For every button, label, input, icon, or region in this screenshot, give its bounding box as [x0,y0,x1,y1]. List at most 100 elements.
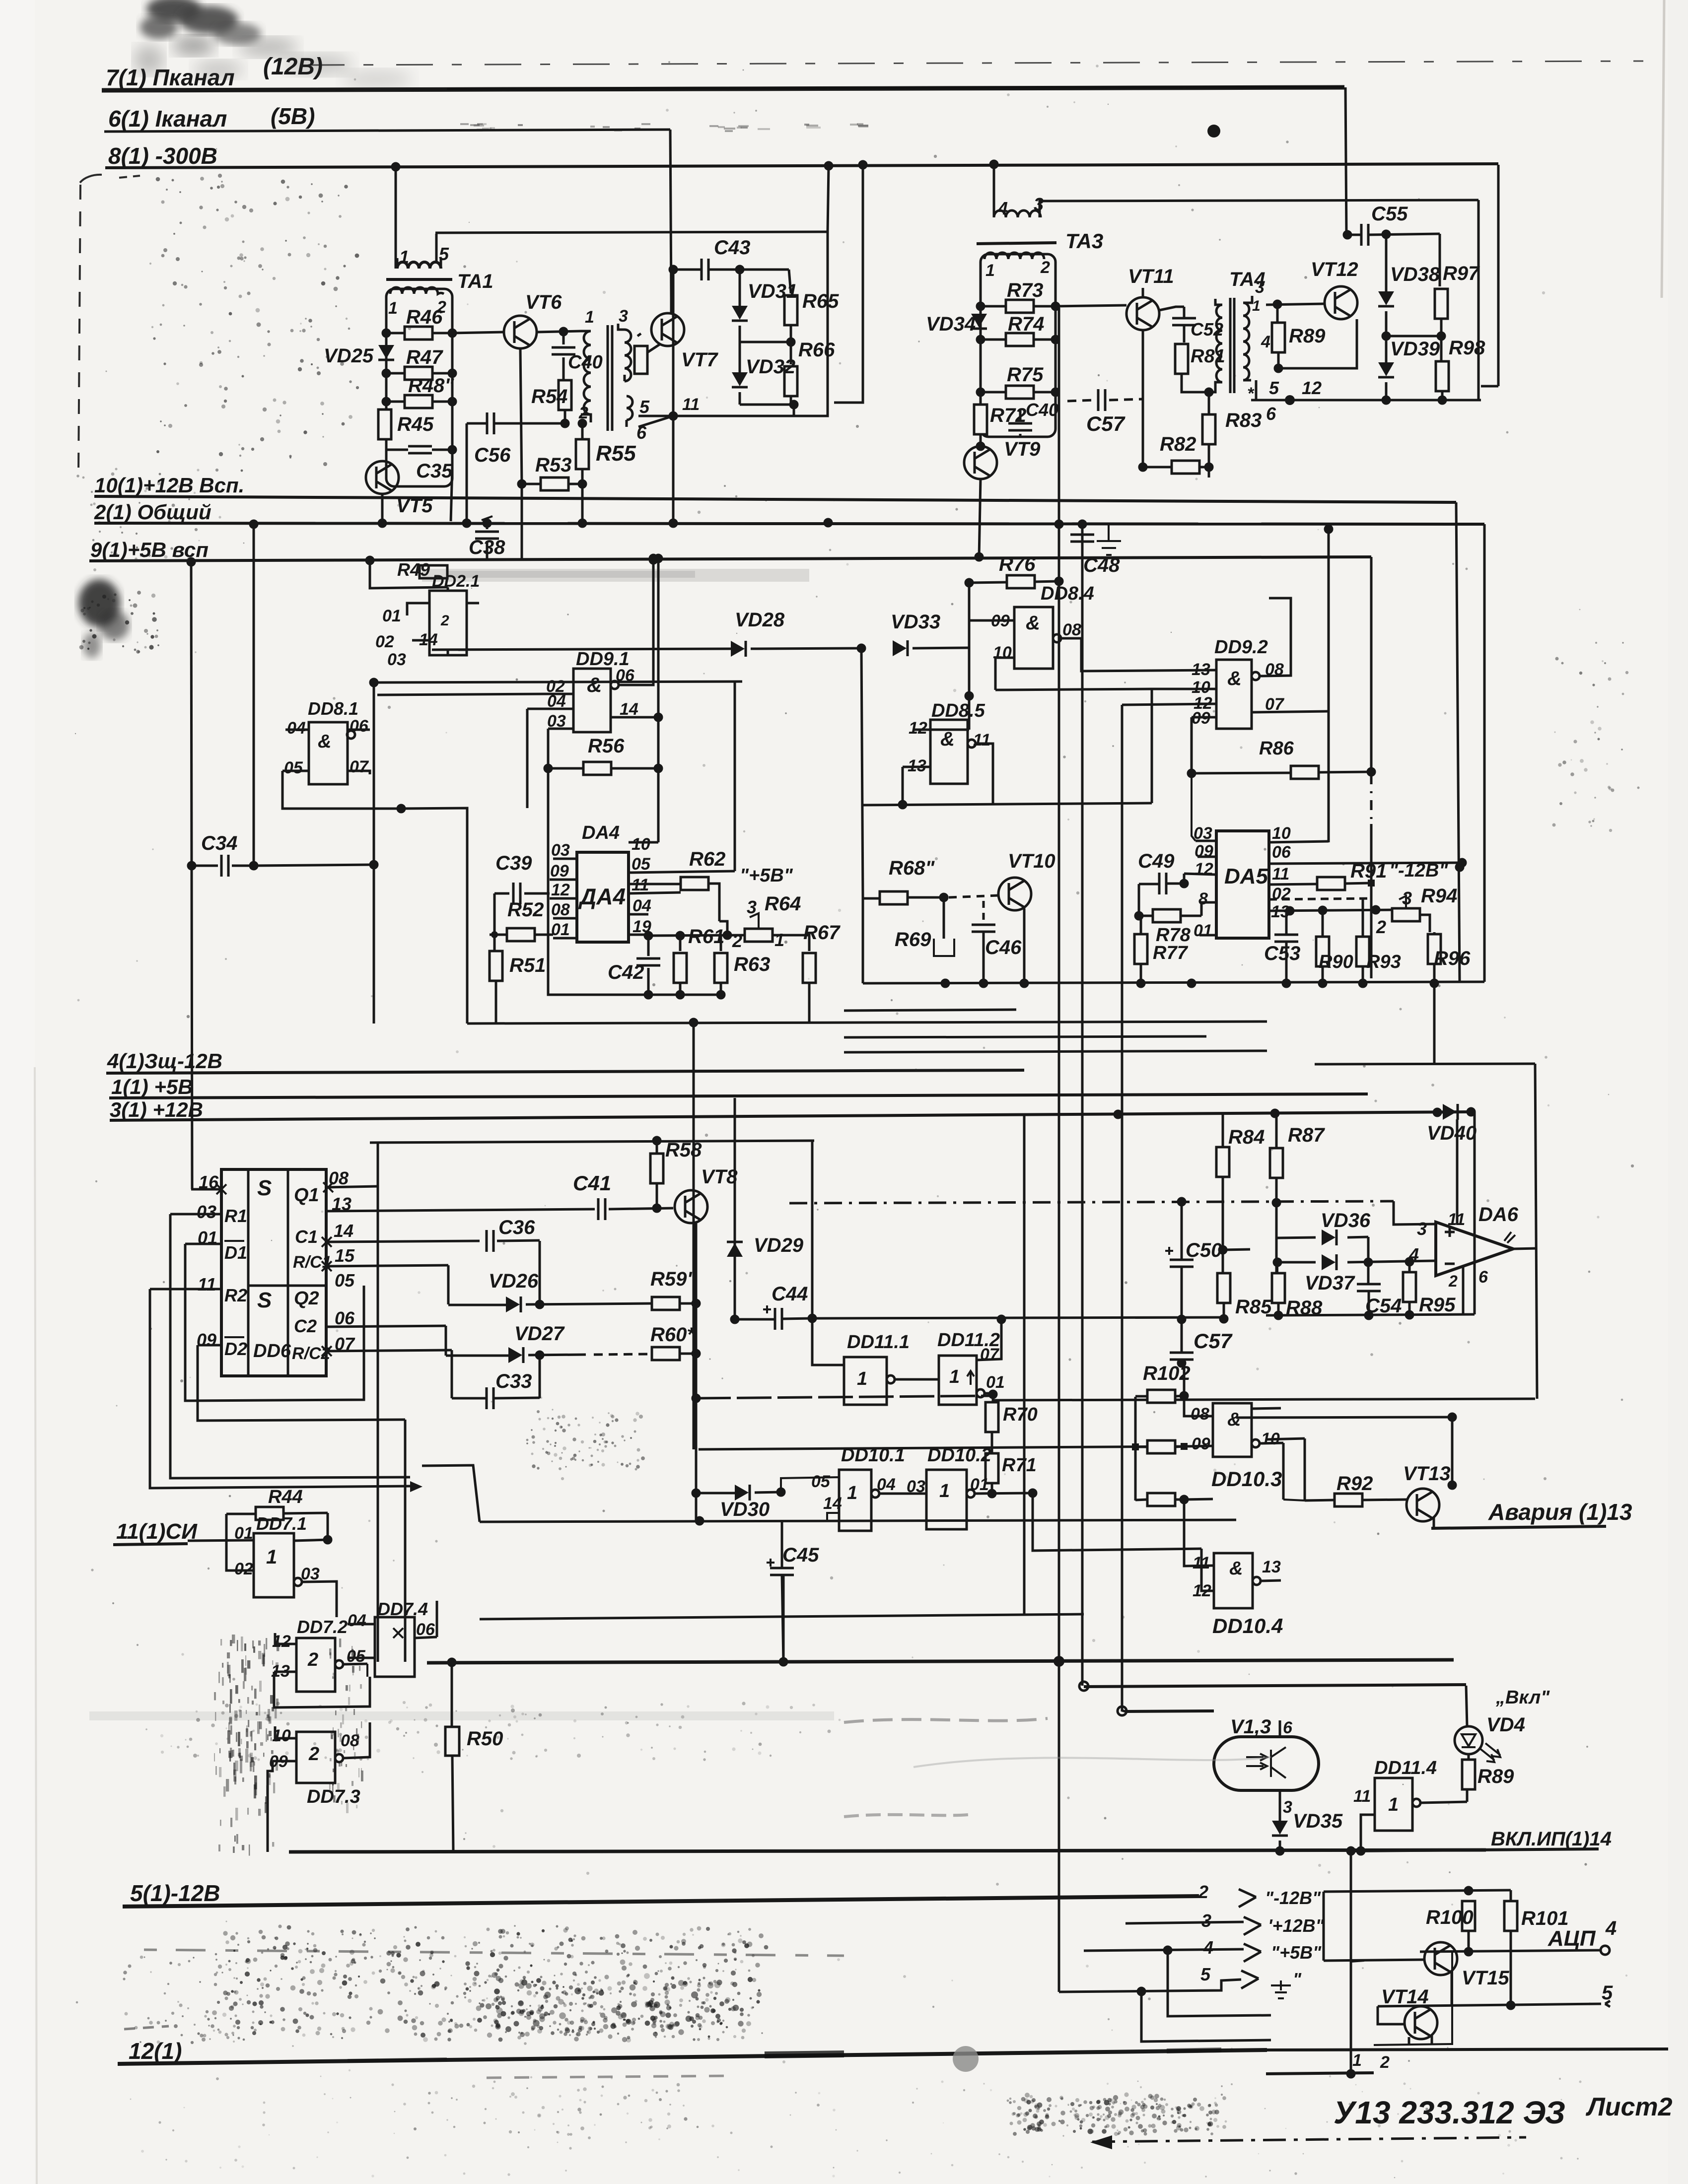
svg-text:VD27: VD27 [514,1323,565,1345]
svg-text:S: S [257,1176,272,1200]
svg-text:R64: R64 [765,893,801,915]
svg-text:2: 2 [1380,2053,1390,2072]
svg-text:S: S [257,1288,272,1312]
svg-text:C56: C56 [474,444,511,466]
svg-text:1(1) +5В: 1(1) +5В [111,1075,193,1098]
svg-text:1: 1 [266,1546,277,1568]
svg-text:10: 10 [993,643,1012,662]
svg-text:DD10.1: DD10.1 [841,1445,905,1466]
svg-text:2: 2 [1448,1272,1458,1290]
svg-text:06: 06 [416,1620,435,1639]
svg-text:R67: R67 [803,922,841,944]
svg-text:2: 2 [1376,917,1386,937]
svg-text:C57: C57 [1086,412,1125,435]
svg-text:3: 3 [1402,888,1412,908]
svg-text:C57: C57 [1194,1329,1233,1353]
svg-text:R73: R73 [1007,279,1043,301]
svg-text:03: 03 [387,650,406,669]
svg-text:12: 12 [1302,378,1322,398]
svg-text:R69: R69 [895,929,931,951]
svg-text:13: 13 [1271,902,1290,921]
svg-text:C48: C48 [1083,554,1120,576]
svg-text:13: 13 [1192,660,1210,679]
svg-text:R81: R81 [1191,346,1225,367]
svg-text:R94: R94 [1421,885,1457,907]
svg-text:ВКЛ.ИП(1)14: ВКЛ.ИП(1)14 [1491,1828,1612,1850]
svg-text:08: 08 [1265,660,1284,679]
svg-text:VT8: VT8 [701,1166,738,1188]
svg-text:06: 06 [616,666,635,685]
svg-text:09: 09 [1192,1434,1210,1453]
svg-text:5: 5 [1269,378,1279,398]
svg-text:1: 1 [774,930,784,950]
svg-text:D2: D2 [224,1339,247,1359]
svg-text:VT11: VT11 [1128,266,1174,287]
svg-text:04: 04 [633,896,651,915]
svg-text:R70: R70 [1003,1404,1038,1425]
svg-text:1: 1 [985,261,995,280]
svg-text:C34: C34 [201,832,237,854]
svg-text:3: 3 [1283,1798,1292,1817]
svg-text:VD29: VD29 [754,1234,804,1256]
svg-text:12: 12 [272,1632,291,1651]
svg-text:12(1): 12(1) [129,2038,182,2064]
svg-text:08: 08 [1062,620,1081,639]
svg-text:1: 1 [847,1483,857,1503]
svg-text:C49: C49 [1138,850,1175,872]
svg-text:2: 2 [440,613,449,629]
svg-text:05: 05 [632,855,651,874]
svg-text:R49: R49 [397,559,430,580]
svg-text:VT7: VT7 [681,349,718,371]
svg-text:04: 04 [348,1611,366,1630]
svg-text:DD2.1: DD2.1 [432,572,480,591]
svg-text:R82: R82 [1160,433,1196,455]
svg-text:D1: D1 [224,1242,247,1263]
svg-text:C53: C53 [1264,943,1300,964]
svg-text:11: 11 [632,876,649,894]
svg-text:DD7.1: DD7.1 [256,1513,307,1534]
svg-text:13: 13 [332,1194,352,1214]
svg-text:DD11.4: DD11.4 [1374,1758,1437,1778]
svg-text:13: 13 [1262,1558,1281,1576]
svg-text:DD8.4: DD8.4 [1041,583,1094,604]
svg-text:C36: C36 [498,1217,535,1238]
svg-text:R90: R90 [1319,952,1353,972]
svg-text:R58: R58 [665,1139,702,1161]
svg-text:V1,3: V1,3 [1230,1716,1271,1738]
svg-text:R63: R63 [734,954,770,975]
svg-text:DD6: DD6 [253,1341,291,1362]
svg-text:C33: C33 [495,1370,532,1392]
svg-text:1: 1 [585,308,594,327]
svg-text:13: 13 [271,1662,290,1681]
svg-text:У13 233.312 ЭЗ: У13 233.312 ЭЗ [1334,2095,1565,2130]
svg-text:C41: C41 [573,1171,611,1195]
svg-text:Авария (1)13: Авария (1)13 [1488,1499,1632,1525]
svg-text:DD10.3: DD10.3 [1211,1467,1282,1491]
svg-text:R91: R91 [1350,860,1387,882]
svg-text:09: 09 [991,612,1010,630]
svg-text:R101: R101 [1521,1908,1569,1929]
svg-text:&: & [1227,668,1242,689]
svg-text:2(1) Общий: 2(1) Общий [94,500,211,524]
svg-text:4: 4 [1408,1244,1419,1265]
svg-text:R78: R78 [1156,925,1191,946]
svg-text:4(1)Зщ-12В: 4(1)Зщ-12В [107,1049,222,1073]
svg-text:R1: R1 [224,1206,247,1226]
svg-text:VD33: VD33 [891,611,940,633]
svg-text:06: 06 [335,1308,355,1328]
svg-text:R89: R89 [1477,1766,1514,1787]
svg-text:C39: C39 [495,852,532,874]
svg-text:3: 3 [1034,194,1044,214]
svg-text:5: 5 [1602,1982,1613,2004]
svg-text:R88: R88 [1286,1297,1323,1319]
svg-text:07: 07 [335,1334,355,1354]
svg-text:04: 04 [547,692,566,711]
svg-text:R59": R59" [650,1268,697,1290]
svg-text:12: 12 [909,719,927,738]
svg-text:07: 07 [1265,695,1285,714]
svg-text:02: 02 [375,632,394,651]
svg-text:VD30: VD30 [720,1499,770,1520]
svg-text:C40: C40 [1026,400,1058,420]
svg-text:12: 12 [1193,1581,1211,1600]
svg-text:09: 09 [197,1330,216,1350]
